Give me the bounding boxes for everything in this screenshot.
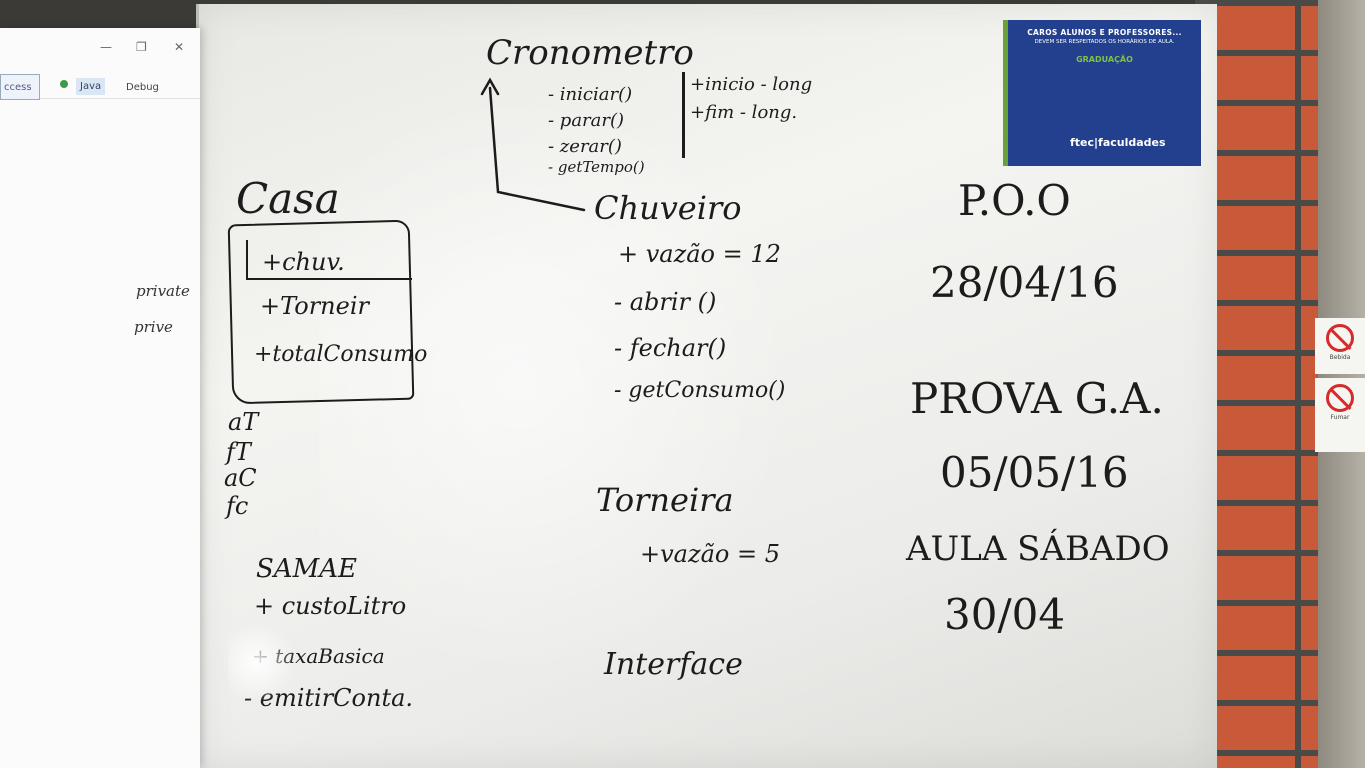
code-line-private: private: [136, 282, 190, 300]
casa-title: Casa: [236, 174, 340, 223]
samae-title: SAMAE: [256, 554, 357, 584]
note-prova-ga: PROVA G.A.: [910, 374, 1164, 423]
debug-perspective-tab: Debug: [126, 82, 159, 93]
cronometro-method-gettempo: - getTempo(): [548, 158, 645, 176]
casa-member-torneir: +Torneir: [260, 292, 369, 320]
no-drinking-label: Bebida: [1329, 354, 1351, 361]
code-line-prive: prive: [134, 318, 173, 336]
cronometro-title: Cronometro: [486, 33, 694, 73]
note-date-poo: 28/04/16: [930, 258, 1119, 307]
chuveiro-method-fechar: - fechar(): [614, 334, 727, 362]
java-perspective-tab: Java: [76, 78, 106, 95]
poster-title: CAROS ALUNOS E PROFESSORES...: [1027, 28, 1182, 37]
maximize-icon: ❐: [136, 40, 147, 54]
chuveiro-attr-vazao: + vazão = 12: [618, 240, 781, 268]
close-icon: ✕: [174, 40, 185, 54]
notice-poster: CAROS ALUNOS E PROFESSORES... DEVEM SER …: [1003, 20, 1201, 166]
casa-note-at: aT: [228, 408, 259, 436]
casa-note-fc: fc: [226, 492, 249, 520]
note-date-aula: 30/04: [944, 590, 1066, 639]
no-drinking-sign: Bebida: [1315, 318, 1365, 374]
casa-member-totalconsumo: +totalConsumo: [254, 342, 428, 367]
cronometro-attr-inicio: +inicio - long: [690, 74, 813, 95]
note-aula-sabado: AULA SÁBADO: [906, 529, 1170, 569]
cronometro-method-zerar: - zerar(): [548, 136, 622, 157]
light-glare: [228, 618, 298, 708]
note-date-prova: 05/05/16: [940, 448, 1129, 497]
chuveiro-method-getconsumo: - getConsumo(): [614, 378, 786, 403]
chuveiro-title: Chuveiro: [594, 189, 742, 227]
projected-titlebar: — ❐ ✕: [0, 28, 200, 66]
access-chip: ccess: [0, 74, 40, 100]
run-icon: [60, 80, 68, 88]
cronometro-attr-fim: +fim - long.: [690, 102, 798, 123]
interface-label: Interface: [604, 647, 743, 682]
casa-member-chuv: +chuv.: [262, 248, 345, 276]
no-drinking-icon: [1326, 324, 1354, 352]
cronometro-method-parar: - parar(): [548, 110, 625, 131]
association-arrow: [480, 77, 586, 212]
poster-logo: ftec|faculdades: [1070, 136, 1166, 149]
cronometro-method-iniciar: - iniciar(): [548, 84, 633, 105]
chuveiro-method-abrir: - abrir (): [614, 288, 717, 316]
casa-note-ft: fT: [226, 438, 251, 466]
poster-badge: GRADUAÇÃO: [1076, 55, 1133, 64]
casa-note-ac: aC: [224, 464, 257, 492]
torneira-attr-vazao: +vazão = 5: [640, 540, 781, 568]
cronometro-divider: [682, 72, 685, 158]
torneira-title: Torneira: [596, 481, 734, 519]
no-smoking-sign: Fumar: [1315, 378, 1365, 452]
no-smoking-label: Fumar: [1330, 414, 1350, 421]
samae-member-custolitro: + custoLitro: [254, 592, 407, 620]
minimize-icon: —: [100, 40, 112, 54]
no-smoking-icon: [1326, 384, 1354, 412]
casa-box-divider: [246, 240, 412, 280]
projected-ide-window: — ❐ ✕ ccess Java Debug: [0, 28, 200, 768]
note-poo: P.O.O: [958, 176, 1071, 225]
poster-subtitle: DEVEM SER RESPEITADOS OS HORÁRIOS DE AUL…: [1034, 39, 1175, 45]
